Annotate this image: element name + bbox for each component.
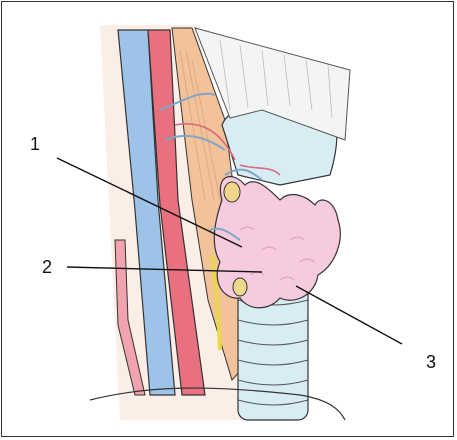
callout-label-1: 1 [30, 134, 40, 154]
parathyroid-lower [233, 278, 247, 296]
parathyroid-upper [224, 182, 240, 202]
callout-label-2: 2 [42, 257, 52, 277]
callout-label-3: 3 [426, 352, 436, 372]
leader-line-3 [296, 286, 402, 344]
